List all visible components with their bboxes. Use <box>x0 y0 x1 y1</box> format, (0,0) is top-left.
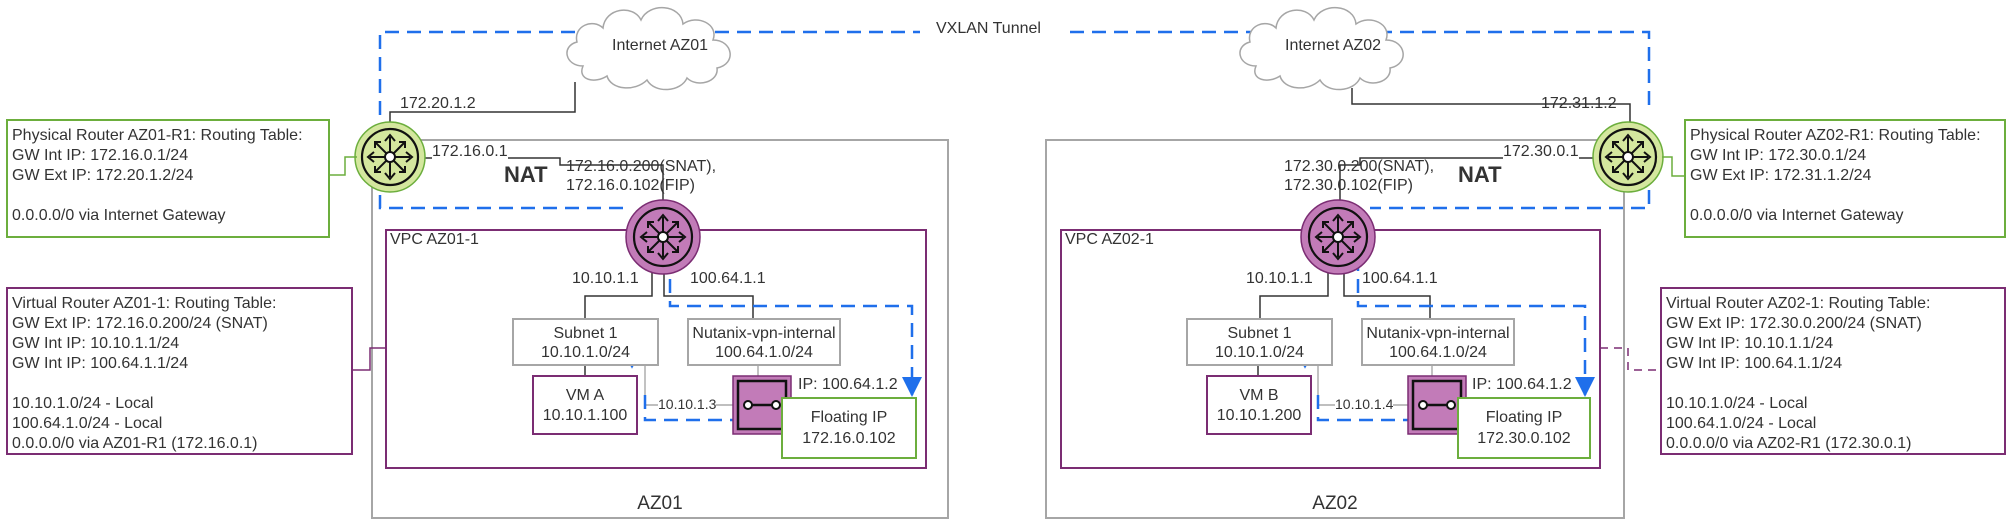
az02-subnet-name: Subnet 1 <box>1227 325 1292 342</box>
az01-flow-vm-to-floating <box>643 395 735 422</box>
az02-virtual-ext-ips: 172.30.0.200(SNAT), 172.30.0.102(FIP) <box>1284 158 1435 194</box>
az01-subnet-name: Subnet 1 <box>553 325 618 342</box>
az01-vpn-subnet-name: Nutanix-vpn-internal <box>692 325 836 342</box>
az02-virtual-routing-text: Virtual Router AZ02-1: Routing Table: GW… <box>1666 295 1931 452</box>
az01-vpn-ip: IP: 100.64.1.2 <box>798 376 898 393</box>
zone-az01-box <box>371 139 949 519</box>
az01-vpn-subnet-cidr: 100.64.1.0/24 <box>715 344 813 361</box>
zone-az02-box <box>1045 139 1625 519</box>
az01-virtual-ext-ips: 172.16.0.200(SNAT), 172.16.0.102(FIP) <box>566 158 717 194</box>
virtual-router-az02-icon <box>1300 199 1376 275</box>
az01-physical-routing-text: Physical Router AZ01-R1: Routing Table: … <box>12 127 303 224</box>
az02-floating-name: Floating IP <box>1485 409 1563 426</box>
az02-vpn-subnet-name: Nutanix-vpn-internal <box>1366 325 1510 342</box>
az01-vm-box[interactable]: VM A 10.10.1.100 <box>532 375 638 435</box>
az02-virtual-routing-table: Virtual Router AZ02-1: Routing Table: GW… <box>1660 287 2006 455</box>
az02-subnet-cidr: 10.10.1.0/24 <box>1215 344 1304 361</box>
az01-virtual-routing-text: Virtual Router AZ01-1: Routing Table: GW… <box>12 295 277 452</box>
az02-physical-routing-table: Physical Router AZ02-R1: Routing Table: … <box>1684 119 2006 238</box>
az01-subnet-gw-ip: 10.10.1.1 <box>572 270 639 287</box>
az01-uplink <box>389 82 576 130</box>
az01-physical-int-ip: 172.16.0.1 <box>432 142 508 162</box>
az02-vpn-vm-ip: 10.10.1.4 <box>1335 394 1394 414</box>
az02-transit-link <box>1339 157 1600 210</box>
az01-vpc-label: VPC AZ01-1 <box>390 231 479 248</box>
az01-tunnel-drop <box>378 195 630 210</box>
az01-uplink-ip: 172.20.1.2 <box>400 95 476 112</box>
virtual-router-az01-icon <box>625 199 701 275</box>
vxlan-tunnel-path <box>378 30 1651 115</box>
vxlan-tunnel-label: VXLAN Tunnel <box>932 19 1045 39</box>
internet-az02-label: Internet AZ02 <box>1285 37 1382 54</box>
az02-vpc-label: VPC AZ02-1 <box>1065 231 1154 248</box>
az01-vpn-gw-ip: 100.64.1.1 <box>690 270 766 287</box>
az02-nat-label: NAT <box>1458 162 1502 187</box>
az02-subnet-box[interactable]: Subnet 1 10.10.1.0/24 <box>1186 318 1333 366</box>
az01-subnet-box[interactable]: Subnet 1 10.10.1.0/24 <box>512 318 659 366</box>
physical-router-az02-icon <box>1592 121 1664 193</box>
az02-subnet-gw-ip: 10.10.1.1 <box>1246 270 1313 287</box>
az02-flow-router-to-floating <box>1356 235 1595 397</box>
az02-floating-ip-box[interactable]: Floating IP 172.30.0.102 <box>1457 397 1591 459</box>
az02-vm-name: VM B <box>1239 387 1279 404</box>
az02-uplink <box>1351 88 1631 125</box>
zone-az02-label: AZ02 <box>1312 493 1358 514</box>
az02-floating-ip: 172.30.0.102 <box>1477 430 1571 447</box>
az01-subnet-link <box>584 260 653 318</box>
az02-vpn-subnet-cidr: 100.64.1.0/24 <box>1389 344 1487 361</box>
az01-floating-ip-box[interactable]: Floating IP 172.16.0.102 <box>781 397 917 459</box>
az01-transit-link <box>425 157 664 210</box>
az02-physical-table-connector <box>1662 156 1684 177</box>
az01-vpn-subnet-box[interactable]: Nutanix-vpn-internal 100.64.1.0/24 <box>687 318 841 366</box>
az01-vm-ip: 10.10.1.100 <box>542 407 628 424</box>
az01-nat-label: NAT <box>504 162 548 187</box>
az01-subnet-cidr: 10.10.1.0/24 <box>541 344 630 361</box>
az02-vpn-subnet-box[interactable]: Nutanix-vpn-internal 100.64.1.0/24 <box>1361 318 1515 366</box>
az02-flow-vm-to-floating <box>1316 395 1410 422</box>
zone-az01-label: AZ01 <box>637 493 683 514</box>
az01-virtual-table-connector <box>353 347 386 371</box>
az01-virtual-routing-table: Virtual Router AZ01-1: Routing Table: GW… <box>6 287 353 455</box>
internet-az01-label: Internet AZ01 <box>612 37 709 54</box>
az01-physical-routing-table: Physical Router AZ01-R1: Routing Table: … <box>6 119 330 238</box>
az02-vm-box[interactable]: VM B 10.10.1.200 <box>1206 375 1312 435</box>
az01-floating-ip: 172.16.0.102 <box>802 430 896 447</box>
az01-vpn-vm-ip: 10.10.1.3 <box>658 394 717 414</box>
az01-vm-name: VM A <box>565 387 605 404</box>
az02-uplink-ip: 172.31.1.2 <box>1541 95 1617 112</box>
az01-flow-router-to-floating <box>668 235 922 397</box>
az01-floating-name: Floating IP <box>810 409 888 426</box>
az01-physical-table-connector <box>330 156 357 176</box>
az02-vm-ip: 10.10.1.200 <box>1216 407 1302 424</box>
az02-vpn-gw-ip: 100.64.1.1 <box>1362 270 1438 287</box>
az02-tunnel-drop <box>1370 190 1651 210</box>
az02-physical-int-ip: 172.30.0.1 <box>1503 142 1579 162</box>
az02-physical-routing-text: Physical Router AZ02-R1: Routing Table: … <box>1690 127 1981 224</box>
az02-subnet-link <box>1259 260 1329 318</box>
physical-router-az01-icon <box>354 121 426 193</box>
az02-virtual-table-connector <box>1600 347 1660 371</box>
az02-vpn-ip: IP: 100.64.1.2 <box>1472 376 1572 393</box>
